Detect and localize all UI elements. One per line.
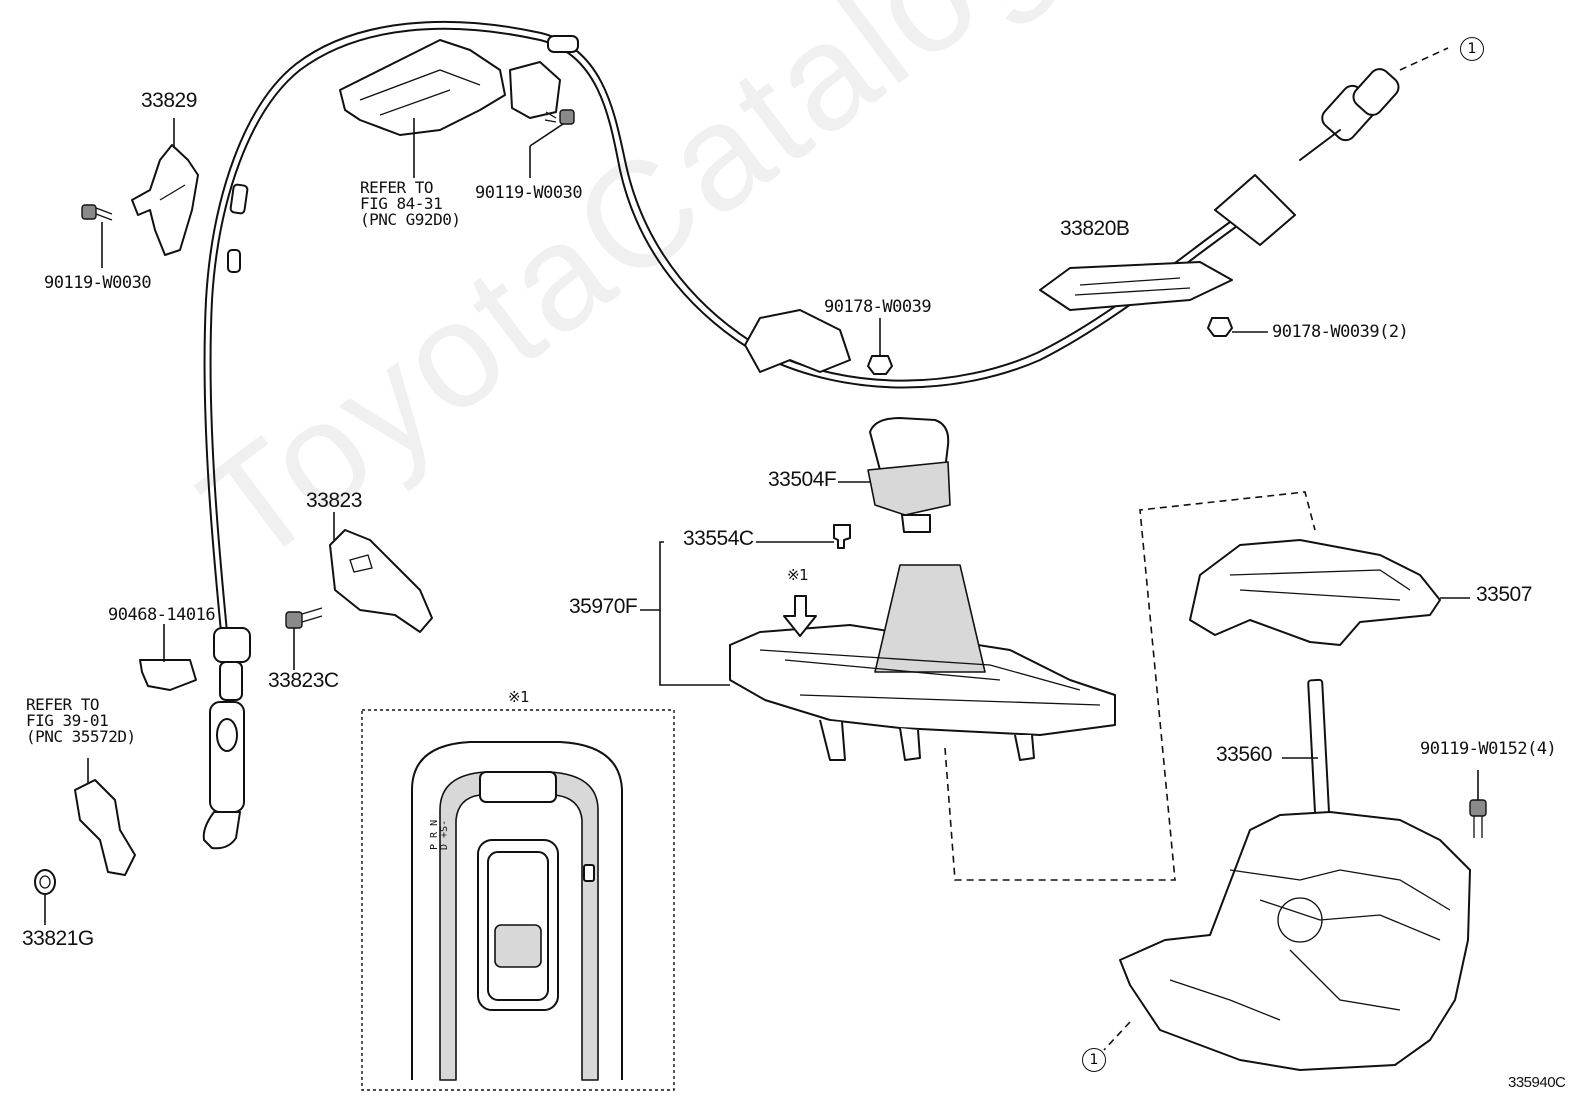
label-35970f: 35970F [569,595,638,618]
part-35572d-drawing [74,779,136,876]
bracket-top-g92d0 [339,39,561,136]
label-33820b: 33820B [1060,217,1130,240]
part-33829-drawing [131,144,199,256]
bracket-cable-mid [744,309,893,375]
shift-pattern: P R N D +S- [429,810,450,850]
clip-90468 [139,659,197,691]
label-33504f: 33504F [768,468,837,491]
clip-33554c [833,524,851,549]
label-90119-w0030-left: 90119-W0030 [44,273,152,293]
label-33823: 33823 [306,489,362,512]
cable-end-right [1214,47,1449,246]
label-90178-w0039-2: 90178-W0039(2) [1272,322,1409,342]
shift-d: D [439,843,450,850]
part-33507-drawing [1189,539,1441,646]
label-refer-35572d: REFER TO FIG 39-01 (PNC 35572D) [26,695,136,746]
label-33823c: 33823C [268,669,339,692]
bolt-33823c [285,607,323,629]
bolt-90119-top [544,109,575,125]
arrow-mark-label: ※1 [787,566,809,584]
label-90468-14016: 90468-14016 [108,605,216,625]
leader-lines [44,118,1479,925]
callout-circle-top: 1 [1460,37,1484,61]
callout-circle-bottom: 1 [1082,1048,1106,1072]
shift-s: +S- [439,819,450,838]
label-refer-g92d0: REFER TO FIG 84-31 (PNC G92D0) [360,178,461,229]
inset-view-1 [361,709,675,1091]
label-33560: 33560 [1216,743,1272,766]
part-33823-drawing [329,529,433,633]
label-33829: 33829 [141,89,197,112]
bolt-90119-left [81,204,113,221]
shift-knob-33504f [867,417,951,533]
diagram-code: 335940C [1508,1074,1566,1091]
cable-end-left [202,627,251,850]
label-33507: 33507 [1476,583,1532,606]
bolt-90119-w0152 [1469,799,1487,838]
label-33821g: 33821G [22,927,94,950]
part-nut-90178-right [1207,317,1233,337]
indicator-housing-35970f [729,564,1116,761]
nut-33821g [34,869,56,895]
label-90119-w0030-top: 90119-W0030 [475,183,583,203]
label-90178-w0039: 90178-W0039 [824,297,932,317]
inset-mark-label: ※1 [508,688,530,706]
label-90119-w0152-4: 90119-W0152(4) [1420,739,1557,759]
label-33554c: 33554C [683,527,754,550]
shift-cable [203,20,1261,643]
arrow-view-1 [783,595,817,637]
dashed-connection [944,491,1316,881]
part-33820b-drawing [1039,261,1233,311]
part-33560-drawing [1103,678,1471,1071]
